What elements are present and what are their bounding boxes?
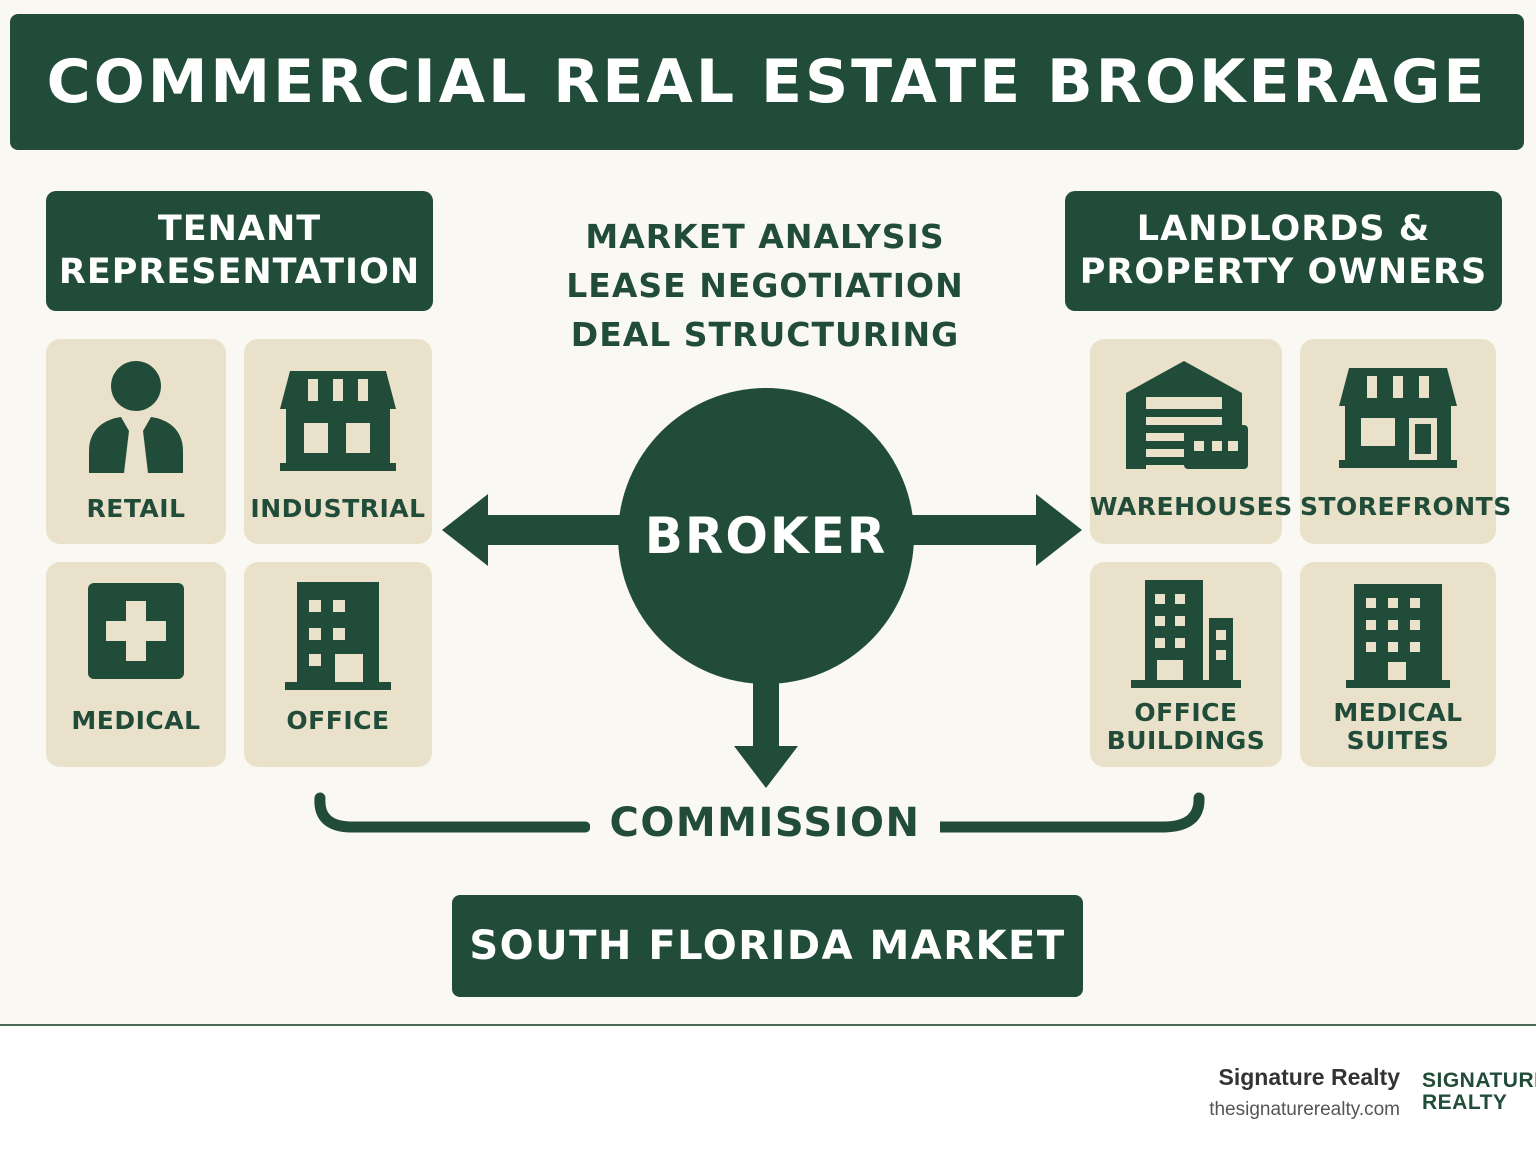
warehouse-icon <box>1090 361 1282 469</box>
services-list: MARKET ANALYSIS LEASE NEGOTIATION DEAL S… <box>520 212 1010 359</box>
tile-label-line: OFFICE <box>1134 698 1238 727</box>
tile-medical-suites: MEDICAL SUITES <box>1300 562 1496 767</box>
storefront-icon <box>1300 366 1496 468</box>
tile-label: INDUSTRIAL <box>250 494 426 523</box>
tile-label-line: SUITES <box>1346 726 1450 755</box>
tile-label: MEDICAL <box>71 706 201 735</box>
landlords-heading: LANDLORDS & PROPERTY OWNERS <box>1065 191 1502 311</box>
brand-url[interactable]: thesignaturerealty.com <box>1209 1099 1400 1120</box>
flow-arrows <box>314 494 1205 833</box>
tile-label: MEDICAL SUITES <box>1300 699 1496 755</box>
medical-cross-icon <box>46 583 226 679</box>
market-banner: SOUTH FLORIDA MARKET <box>452 895 1083 997</box>
tile-office: OFFICE <box>244 562 432 767</box>
storefront-icon <box>244 369 432 471</box>
broker-circle: BROKER <box>618 388 914 684</box>
brand-logo: SIGNATURE REALTY <box>1422 1070 1536 1120</box>
tile-label-line: MEDICAL <box>1333 698 1463 727</box>
tile-label: STOREFRONTS <box>1300 492 1512 521</box>
person-icon <box>46 361 226 473</box>
down-arrow <box>734 675 798 788</box>
logo-line: REALTY <box>1422 1091 1508 1114</box>
heading-line: LANDLORDS & <box>1136 209 1431 249</box>
heading-line: REPRESENTATION <box>58 252 421 292</box>
tile-label: OFFICE <box>286 706 390 735</box>
tile-label: OFFICE BUILDINGS <box>1090 699 1282 755</box>
footer <box>0 1024 1536 1154</box>
left-arrow <box>442 494 628 566</box>
tile-office-buildings: OFFICE BUILDINGS <box>1090 562 1282 767</box>
office-buildings-icon <box>1090 580 1282 688</box>
tile-label: RETAIL <box>86 494 186 523</box>
heading-line: PROPERTY OWNERS <box>1079 252 1488 292</box>
tile-label: WAREHOUSES <box>1090 492 1293 521</box>
tile-retail: RETAIL <box>46 339 226 544</box>
service-item: DEAL STRUCTURING <box>570 315 960 354</box>
service-item: MARKET ANALYSIS <box>585 217 945 256</box>
commission-label: COMMISSION <box>590 800 940 846</box>
commission-bracket <box>314 792 1205 833</box>
tile-warehouses: WAREHOUSES <box>1090 339 1293 544</box>
brand-name: Signature Realty <box>1218 1064 1401 1090</box>
tile-storefronts: STOREFRONTS <box>1300 339 1512 544</box>
office-building-icon <box>244 582 432 690</box>
tile-industrial: INDUSTRIAL <box>244 339 432 544</box>
main-title: COMMERCIAL REAL ESTATE BROKERAGE <box>10 14 1524 150</box>
medical-suites-icon <box>1300 584 1496 688</box>
tile-medical: MEDICAL <box>46 562 226 767</box>
tenant-representation-heading: TENANT REPRESENTATION <box>46 191 433 311</box>
heading-line: TENANT <box>157 209 322 249</box>
right-arrow <box>905 494 1082 566</box>
tile-label-line: BUILDINGS <box>1106 726 1266 755</box>
service-item: LEASE NEGOTIATION <box>566 266 964 305</box>
logo-line: SIGNATURE <box>1422 1070 1536 1092</box>
